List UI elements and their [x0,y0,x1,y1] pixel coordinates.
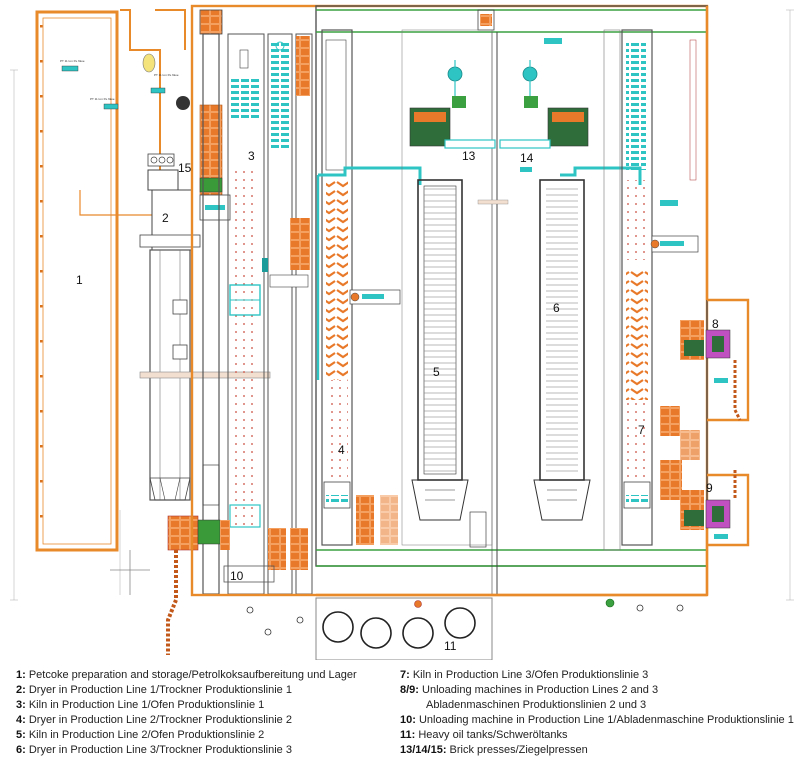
heavy-oil-tanks [315,597,615,660]
kiln-line-1 [199,9,313,595]
kiln-line-3-tunnel [499,29,642,551]
area-number-7: 7 [638,423,645,437]
area-number-8: 8 [712,317,719,331]
area-number-15: 15 [178,161,192,175]
area-number-2: 2 [162,211,169,225]
area-petcoke-storage: PT 11 Ion Pe 6koe PT 11 Ion Pe 6koe PT 1… [35,9,190,552]
legend-item: 6: Dryer in Production Line 3/Trockner P… [16,744,292,756]
legend-item: 2: Dryer in Production Line 1/Trockner P… [16,684,292,696]
area-number-13: 13 [462,149,476,163]
legend-item: 3: Kiln in Production Line 1/Ofen Produk… [16,699,265,711]
area-number-6: 6 [553,301,560,315]
area-number-3: 3 [248,149,255,163]
area-number-14: 14 [520,151,534,165]
area-number-5: 5 [433,365,440,379]
legend-column-right: 7: Kiln in Production Line 3/Ofen Produk… [400,668,796,758]
legend: 1: Petcoke preparation and storage/Petro… [0,668,800,768]
legend-item: 13/14/15: Brick presses/Ziegelpressen [400,744,588,756]
tag-label: PT 11 Ion Pe 6koe [90,97,115,101]
area-number-4: 4 [338,443,345,457]
area-number-9: 9 [706,481,713,495]
legend-item: 8/9: Unloading machines in Production Li… [400,683,796,713]
area-number-10: 10 [230,569,244,583]
area-number-1: 1 [76,273,83,287]
area-numbers: 1 2 3 4 5 6 7 8 9 10 11 13 14 15 [76,149,719,653]
legend-item: 10: Unloading machine in Production Line… [400,714,794,726]
legend-item: 1: Petcoke preparation and storage/Petro… [16,669,357,681]
legend-item-continuation: Abladenmaschinen Produktionslinien 2 und… [426,699,647,711]
tag-label: PT 11 Ion Pe 6koe [60,59,85,63]
legend-item: 4: Dryer in Production Line 2/Trockner P… [16,714,292,726]
area-number-11: 11 [444,639,457,653]
dryer-line-2 [316,29,422,546]
dimension-lines [10,9,794,601]
dryer-line-1 [139,104,271,501]
factory-floor-plan: PT 11 Ion Pe 6koe PT 11 Ion Pe 6koe PT 1… [10,4,794,660]
kiln-line-2 [401,29,532,548]
tag-label: PT 11 Ion Pe 6koe [154,73,179,77]
bottom-yard [110,550,684,636]
legend-item: 5: Kiln in Production Line 2/Ofen Produk… [16,729,265,741]
legend-column-left: 1: Petcoke preparation and storage/Petro… [16,668,396,758]
unloading-machines [680,298,750,547]
conveyor-bottom-left [166,515,230,655]
legend-item: 7: Kiln in Production Line 3/Ofen Produk… [400,669,649,681]
dryer-line-3 [544,29,700,546]
legend-item: 11: Heavy oil tanks/Schweröltanks [400,729,568,741]
